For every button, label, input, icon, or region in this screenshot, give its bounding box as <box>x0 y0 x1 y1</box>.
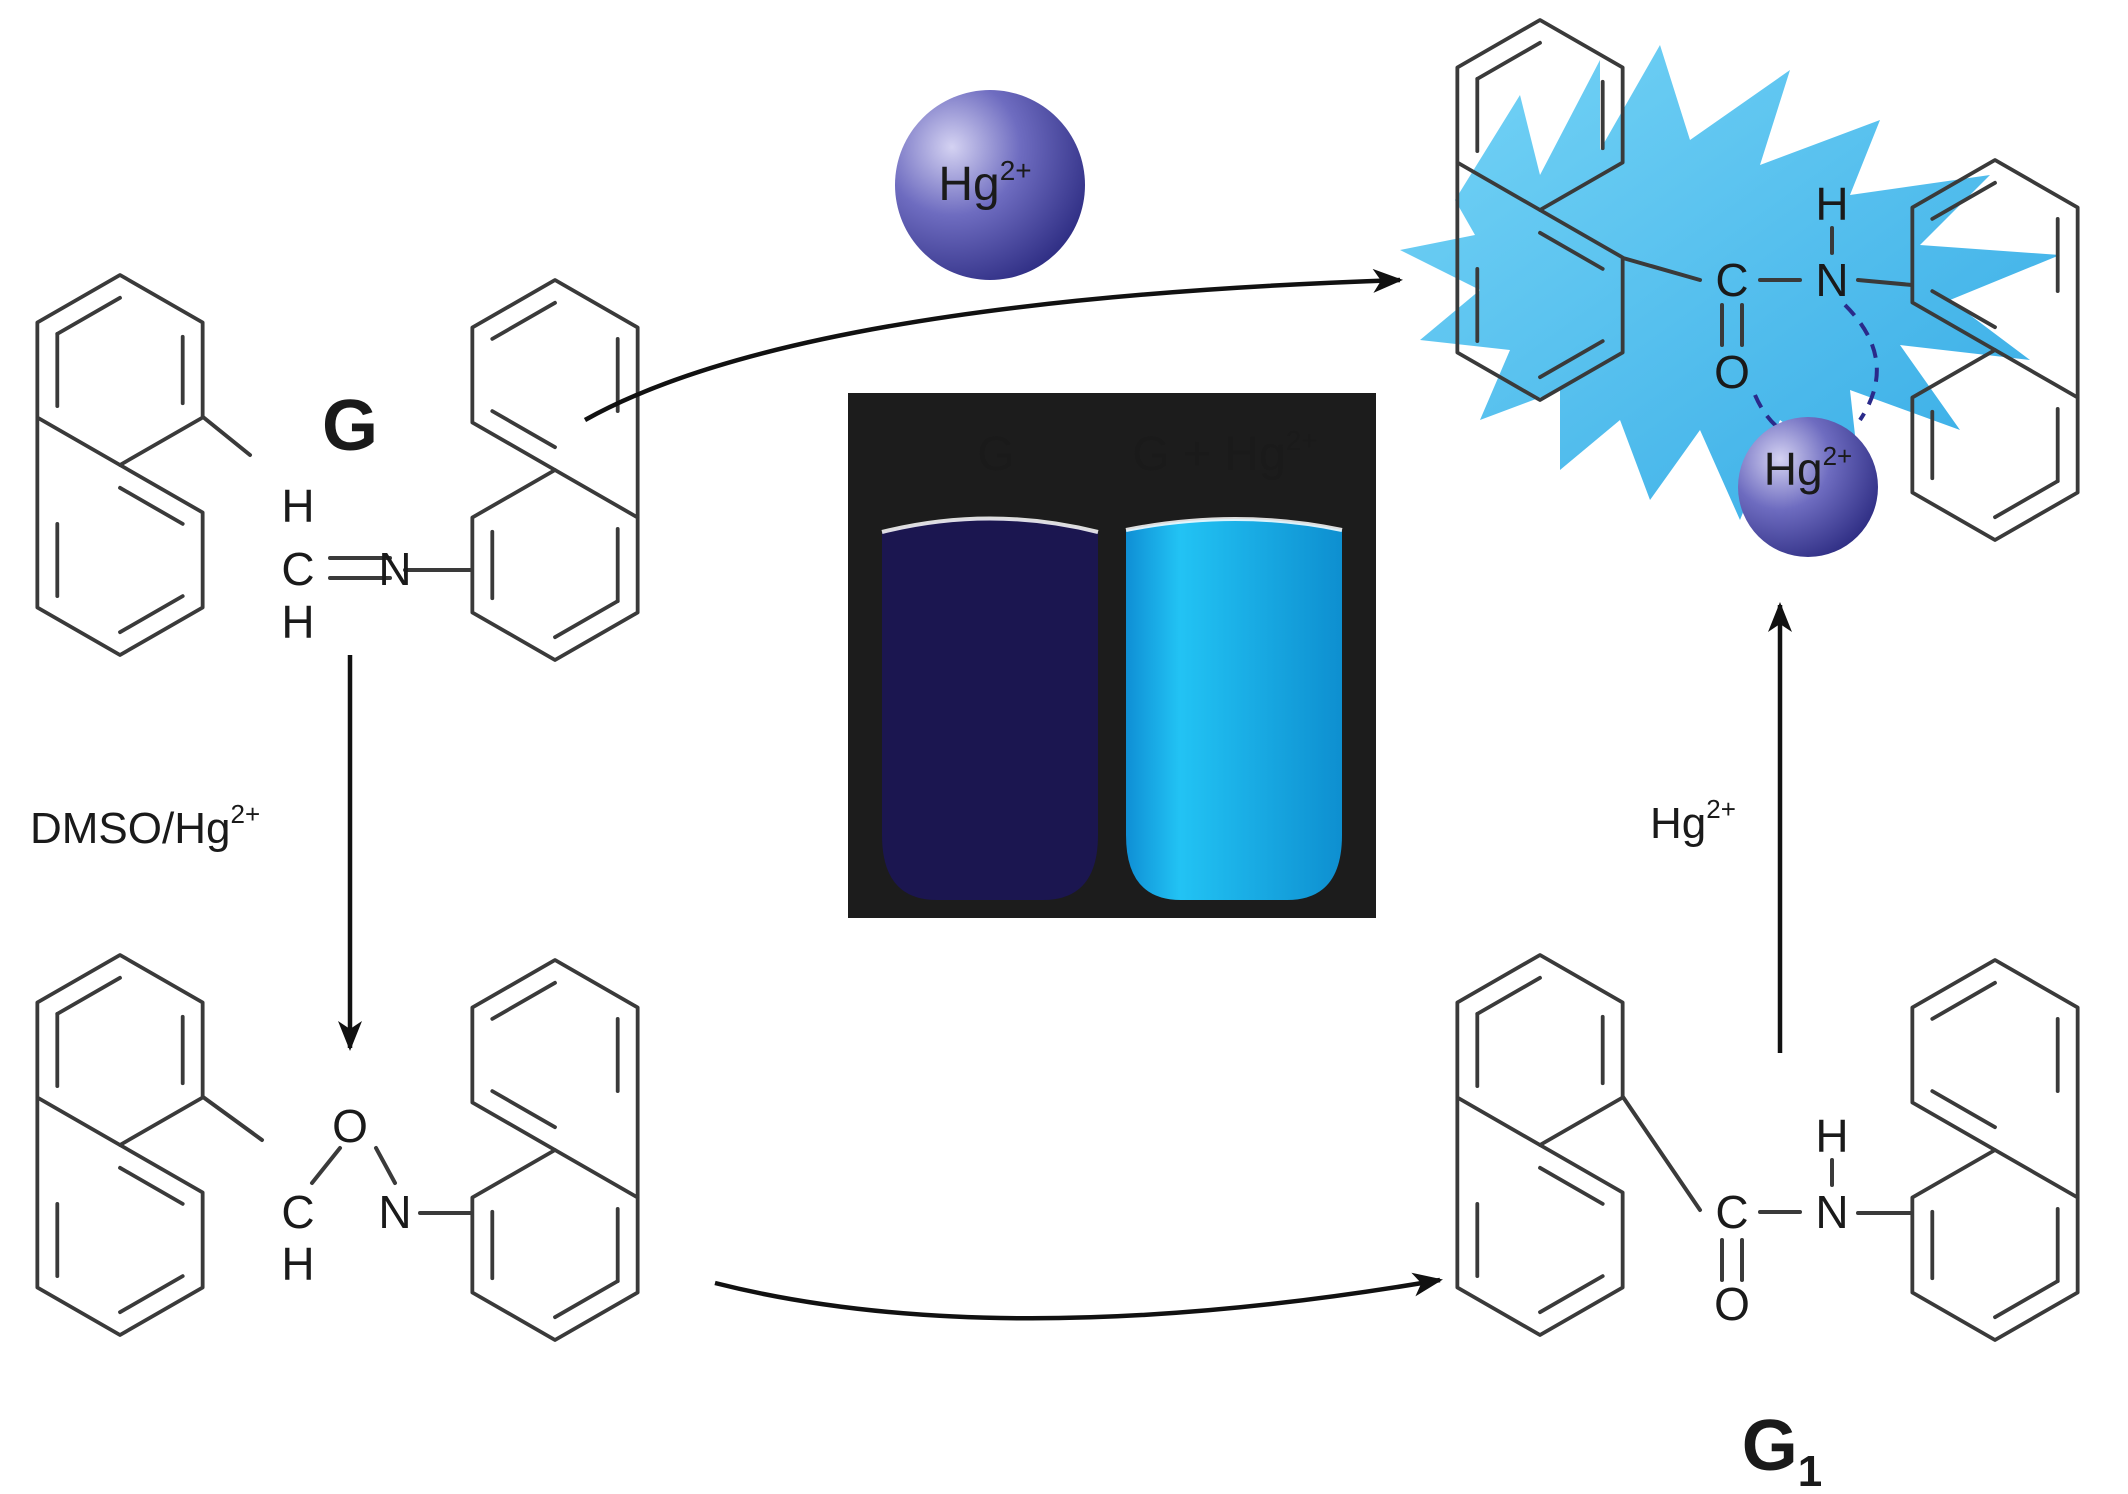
reagent-hg: Hg2+ <box>1650 794 1736 848</box>
bond <box>201 415 252 457</box>
fluorescence-splash <box>1400 45 2060 520</box>
svg-text:Hg2+: Hg2+ <box>938 155 1031 211</box>
naphthalene-ring <box>1910 158 2080 542</box>
vial-fluorescent <box>1126 519 1342 900</box>
compound-label-G1: G1 <box>1742 1406 1823 1494</box>
atom-O: O <box>1714 346 1750 398</box>
bond <box>1621 256 1702 282</box>
atom-H: H <box>281 480 314 532</box>
reagent-dmso-hg: DMSO/Hg2+ <box>30 799 260 853</box>
atom-C: C <box>1715 254 1748 306</box>
naphthalene-ring <box>470 958 640 1342</box>
hg-ion-bound: Hg2+ <box>1738 417 1878 557</box>
atom-H: H <box>1815 178 1848 230</box>
compound-label-G: G <box>322 386 378 466</box>
naphthalene-ring <box>35 273 205 657</box>
naphthalene-ring <box>470 278 640 662</box>
atom-N: N <box>1815 254 1848 306</box>
vial-right-label: G + Hg2+ <box>1132 425 1317 481</box>
bond <box>1856 278 1914 287</box>
vial-dark <box>882 518 1098 900</box>
vial-photo: G G + Hg2+ <box>848 393 1376 918</box>
atom-H: H <box>1815 1110 1848 1162</box>
arrow-bottom <box>714 1272 1443 1321</box>
atom-C: C <box>281 543 314 595</box>
naphthalene-ring <box>35 953 205 1337</box>
atom-H: H <box>281 596 314 648</box>
atom-N: N <box>378 543 411 595</box>
atom-H: H <box>281 1238 314 1290</box>
hg-ion-sphere: Hg2+ <box>895 90 1085 280</box>
bond <box>1621 1095 1702 1212</box>
atom-O: O <box>332 1100 368 1152</box>
bond <box>374 1146 397 1185</box>
naphthalene-ring <box>1910 958 2080 1342</box>
atom-C: C <box>1715 1186 1748 1238</box>
bond <box>310 1146 342 1185</box>
bond <box>201 1095 264 1142</box>
naphthalene-ring <box>1455 953 1625 1337</box>
svg-text:Hg2+: Hg2+ <box>1764 441 1852 495</box>
atom-C: C <box>281 1186 314 1238</box>
atom-N: N <box>1815 1186 1848 1238</box>
arrow-top <box>583 268 1403 422</box>
vial-left-label: G <box>977 428 1014 481</box>
atom-O: O <box>1714 1278 1750 1330</box>
atom-N: N <box>378 1186 411 1238</box>
